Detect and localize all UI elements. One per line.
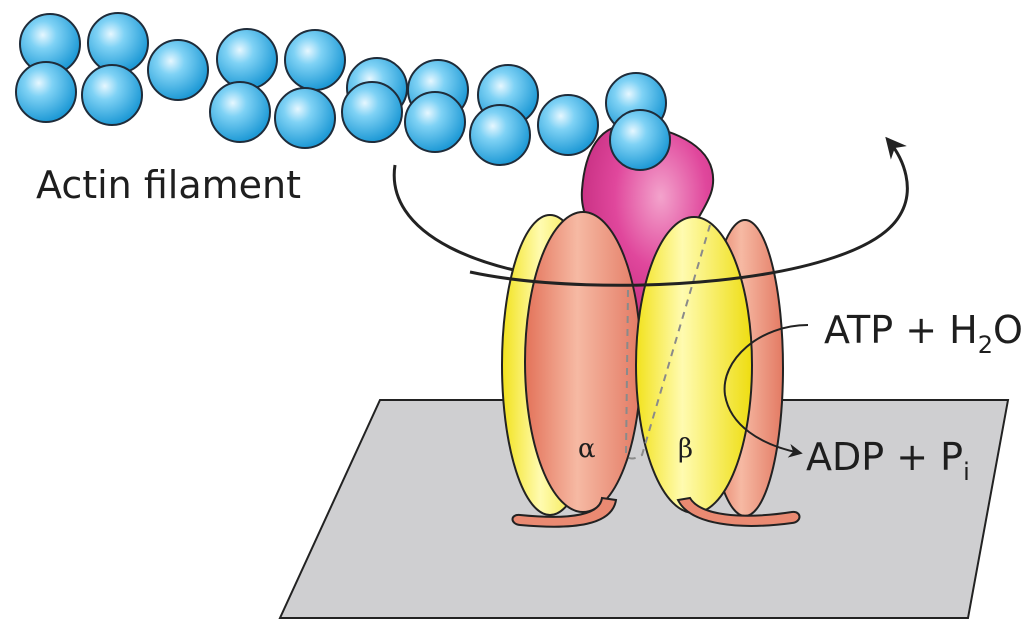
actin-subunit: [537, 94, 599, 156]
atp-label: ATP + H2O: [824, 308, 1023, 359]
actin-subunit: [15, 61, 77, 123]
actin-subunit: [216, 28, 278, 90]
alpha-subunit-front: [524, 211, 642, 513]
actin-filament: [15, 12, 671, 171]
actin-subunit: [81, 64, 143, 126]
alpha-label: α: [578, 434, 596, 464]
anchor-tail-right: [676, 496, 801, 527]
beta-label: β: [678, 434, 693, 464]
membrane-plane: [278, 399, 1010, 619]
actin-subunit: [404, 91, 466, 153]
actin-subunit: [87, 12, 149, 74]
actin-subunit: [284, 29, 346, 91]
beta-subunit-front: [635, 216, 753, 514]
rotation-arrow-front: [469, 136, 909, 287]
actin-subunit: [209, 81, 271, 143]
adp-label: ADP + Pi: [806, 435, 970, 486]
anchor-tail-left: [511, 496, 618, 528]
actin-subunit: [609, 109, 671, 171]
atp-hydrolysis-arrow: [723, 324, 809, 458]
actin-subunit: [469, 104, 531, 166]
actin-filament-label: Actin filament: [36, 163, 301, 207]
actin-subunit: [341, 81, 403, 143]
actin-subunit: [147, 39, 209, 101]
hidden-axle-dashed: [624, 224, 711, 460]
actin-subunit: [274, 87, 336, 149]
